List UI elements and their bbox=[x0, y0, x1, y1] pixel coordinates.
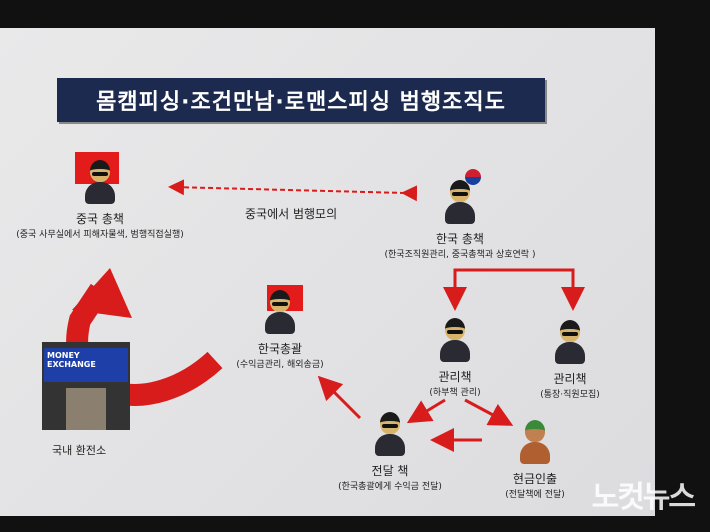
node-manager-2: 관리책 (통장·직원모집) bbox=[515, 320, 625, 400]
exchange-label: 국내 환전소 bbox=[52, 444, 107, 457]
arrow-to-courier bbox=[406, 398, 446, 424]
exchange-photo: MONEY EXCHANGE bbox=[42, 342, 130, 430]
link-label: 중국에서 범행모의 bbox=[245, 207, 338, 221]
node-cash-withdrawal: 현금인출 (전달책에 전달) bbox=[480, 420, 590, 500]
korea-flag-icon bbox=[455, 162, 491, 192]
big-arrowhead bbox=[72, 268, 132, 318]
group-icon bbox=[519, 420, 551, 466]
watermark-logo: 노컷뉴스 bbox=[591, 480, 696, 515]
arrow-to-cash bbox=[464, 398, 514, 426]
person-icon bbox=[439, 318, 471, 364]
diagram-title: 몸캠피싱·조건만남·로맨스피싱 범행조직도 bbox=[57, 78, 545, 122]
node-manager-1: 관리책 (하부책 관리) bbox=[400, 318, 510, 398]
running-man-icon bbox=[374, 412, 406, 458]
person-icon bbox=[444, 180, 476, 226]
person-icon bbox=[554, 320, 586, 366]
korea-boss-split bbox=[453, 268, 585, 311]
node-korea-general: 한국총괄 (수익금관리, 해외송금) bbox=[210, 290, 350, 370]
dashed-link bbox=[168, 179, 418, 202]
node-courier: 전달 책 (한국총괄에게 수익금 전달) bbox=[320, 412, 460, 492]
node-korea-boss: 한국 총책 (한국조직원관리, 중국총책과 상호연락 ) bbox=[360, 180, 560, 260]
arrow-to-general bbox=[317, 375, 362, 420]
node-china-boss: 중국 총책 (중국 사무실에서 피해자물색, 범행직접실행) bbox=[0, 160, 200, 240]
person-icon bbox=[264, 290, 296, 336]
person-icon bbox=[84, 160, 116, 206]
